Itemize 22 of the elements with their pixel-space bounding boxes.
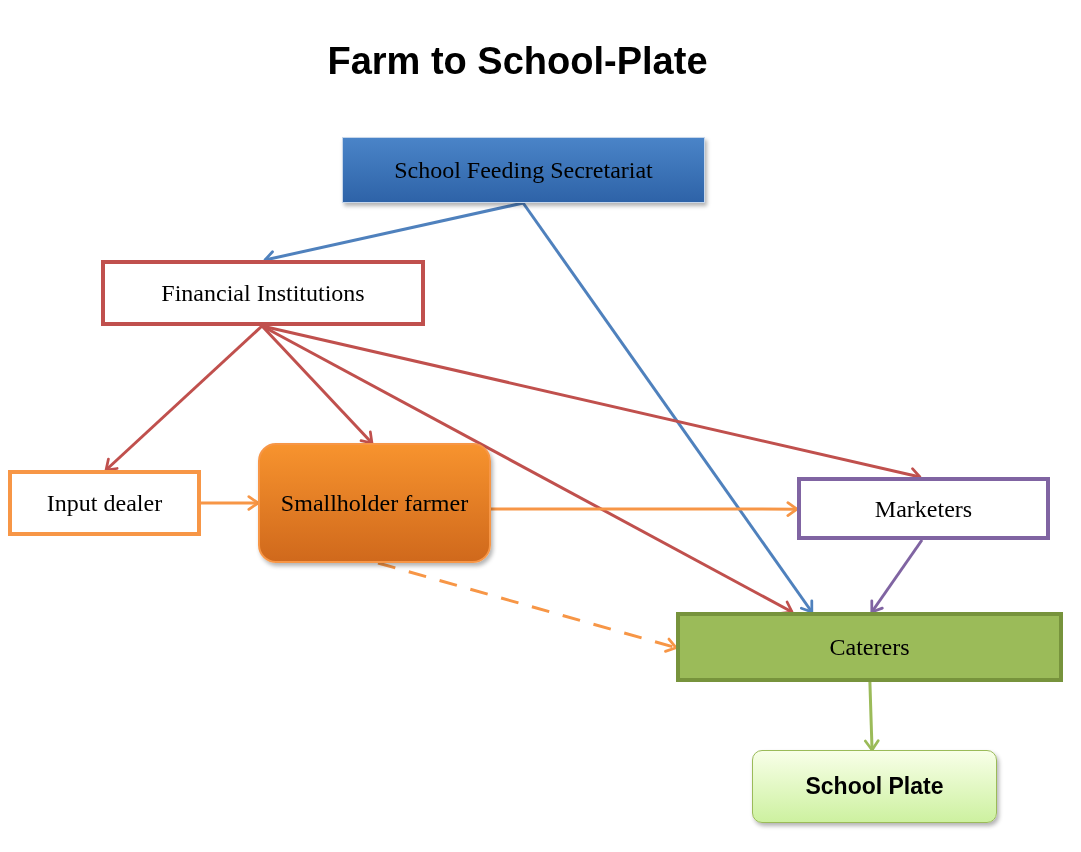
node-label: School Feeding Secretariat [393,156,654,185]
node-label: Caterers [828,633,911,662]
arrow [863,681,880,752]
node-label: Smallholder farmer [279,489,470,518]
process-box [101,260,425,326]
process-box-rounded [258,443,491,563]
process-box [342,137,705,203]
process-box [752,750,997,823]
node-label: Financial Institutions [160,279,366,308]
arrow [104,324,264,472]
arrow [491,501,799,517]
arrow [521,202,814,614]
process-box [8,470,201,536]
node-label: School Plate [804,772,945,802]
node-label: Input dealer [45,489,164,518]
arrow [201,495,260,511]
arrow [377,561,678,653]
diagram-title: Farm to School-Plate [326,40,709,83]
process-box [676,612,1063,682]
arrow [870,539,924,614]
node-label: Marketers [873,494,974,524]
process-box [797,477,1050,540]
